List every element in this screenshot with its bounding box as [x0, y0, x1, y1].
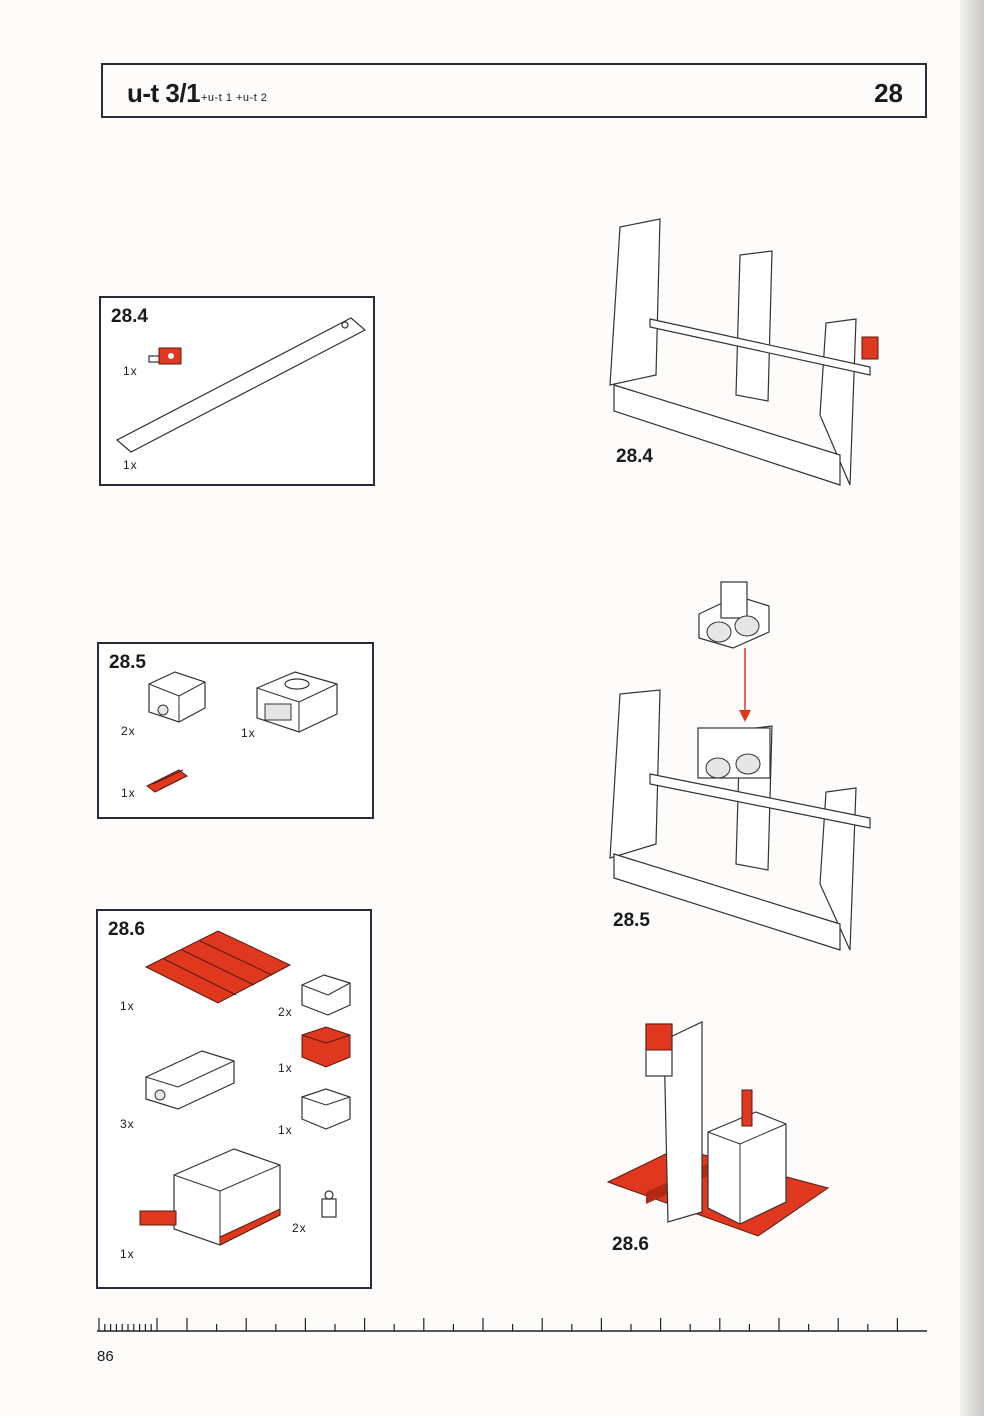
parts-box-28-4: 28.4 1x 1x [99, 296, 375, 486]
qty-label: 1x [241, 726, 256, 740]
white-cube-icon [301, 1088, 351, 1130]
parts-box-28-5: 28.5 2x 1x 1x [97, 642, 374, 819]
relay-icon [256, 671, 338, 733]
header-title: u-t 3/1 [127, 78, 201, 108]
step-label: 28.5 [613, 910, 650, 931]
qty-label: 1x [278, 1123, 293, 1137]
qty-label: 2x [292, 1221, 307, 1235]
red-arrow-icon [739, 648, 751, 722]
motor-icon [139, 1148, 281, 1246]
qty-label: 1x [123, 364, 138, 378]
qty-label: 2x [278, 1005, 293, 1019]
page-edge [960, 0, 984, 1416]
qty-label: 1x [123, 458, 138, 472]
step-label: 28.6 [612, 1234, 649, 1255]
qty-label: 2x [121, 724, 136, 738]
ruler [97, 1318, 927, 1332]
header-number: 28 [874, 78, 903, 108]
qty-label: 3x [120, 1117, 135, 1131]
qty-label: 1x [120, 999, 135, 1013]
relay-module-icon [698, 581, 770, 649]
qty-label: 1x [278, 1061, 293, 1075]
red-cube-icon [301, 1026, 351, 1068]
assembly-illustration-28-5 [609, 689, 871, 951]
qty-label: 1x [120, 1247, 135, 1261]
header-subtitle: +u-t 1 +u-t 2 [201, 92, 268, 104]
red-clip-icon [146, 769, 188, 793]
header-box: u-t 3/1 +u-t 1 +u-t 2 28 [101, 63, 927, 118]
long-block-icon [145, 1050, 235, 1110]
red-base-plate-icon [144, 930, 292, 1004]
assembly-illustration-28-6 [606, 1021, 830, 1237]
box-label: 28.4 [111, 306, 148, 327]
box-label: 28.5 [109, 652, 146, 673]
qty-label: 1x [121, 786, 136, 800]
clip-icon [321, 1190, 337, 1218]
parts-box-28-6: 28.6 1x 2x 1x 3x 1x 1x 2x [96, 909, 372, 1289]
building-block-icon [148, 671, 206, 723]
flat-strip-icon [115, 317, 367, 453]
step-label: 28.4 [616, 446, 653, 467]
box-label: 28.6 [108, 919, 145, 940]
small-block-icon [301, 974, 351, 1016]
assembly-illustration-28-4 [609, 218, 879, 486]
axle-connector-icon [148, 347, 182, 365]
page-number: 86 [97, 1348, 114, 1365]
